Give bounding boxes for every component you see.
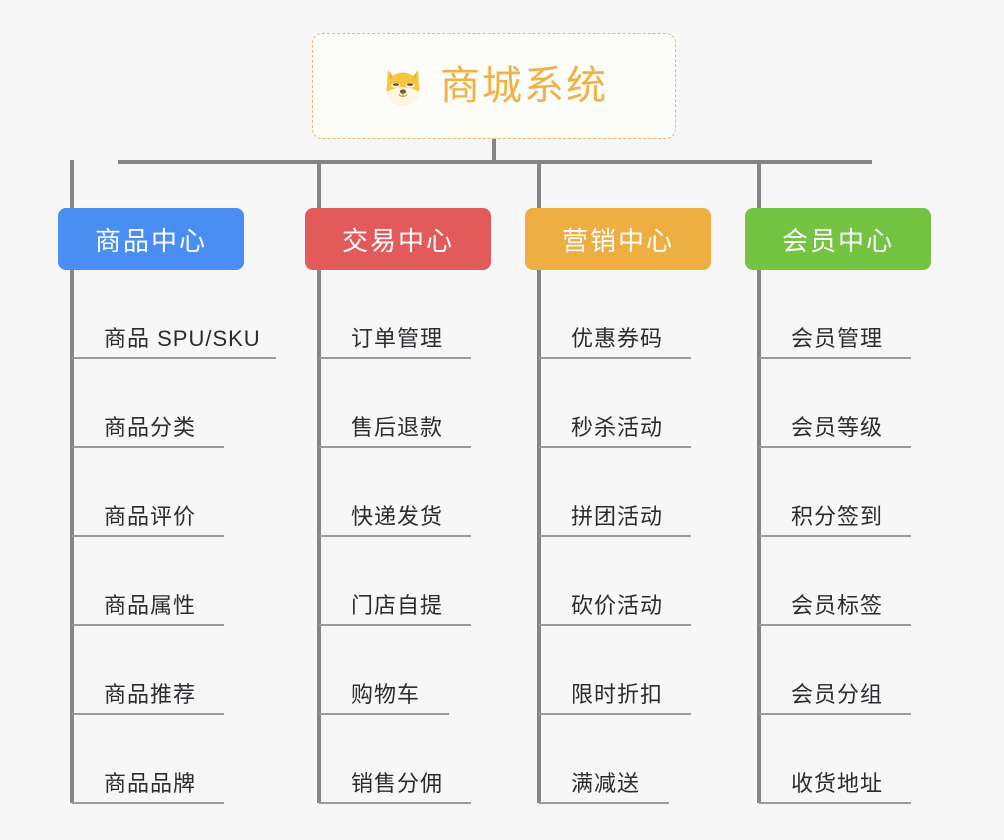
branch-stem-1 xyxy=(70,160,74,210)
leaf-item[interactable]: 会员管理 xyxy=(759,270,911,359)
leaf-label: 秒杀活动 xyxy=(571,414,664,440)
leaf-item[interactable]: 优惠券码 xyxy=(539,270,691,359)
leaf-label: 拼团活动 xyxy=(571,503,664,529)
leaf-label: 优惠券码 xyxy=(571,325,664,351)
leaf-label: 商品品牌 xyxy=(104,770,197,796)
leaf-label: 商品属性 xyxy=(104,592,197,618)
leaf-item[interactable]: 会员分组 xyxy=(759,626,911,715)
leaf-label: 商品 SPU/SKU xyxy=(104,325,261,351)
leaf-item[interactable]: 售后退款 xyxy=(319,359,471,448)
leaf-item[interactable]: 快递发货 xyxy=(319,448,471,537)
leaf-label: 满减送 xyxy=(571,770,641,796)
leaf-label: 限时折扣 xyxy=(571,681,664,707)
leaf-item[interactable]: 会员标签 xyxy=(759,537,911,626)
leaf-label: 订单管理 xyxy=(351,325,444,351)
leaf-item[interactable]: 砍价活动 xyxy=(539,537,691,626)
leaf-label: 售后退款 xyxy=(351,414,444,440)
leaf-item[interactable]: 订单管理 xyxy=(319,270,471,359)
branch-card-3[interactable]: 营销中心 xyxy=(525,208,711,270)
leaf-item[interactable]: 商品属性 xyxy=(72,537,224,626)
leaf-item[interactable]: 商品推荐 xyxy=(72,626,224,715)
leaf-item[interactable]: 商品 SPU/SKU xyxy=(72,270,276,359)
leaf-item[interactable]: 秒杀活动 xyxy=(539,359,691,448)
leaf-item[interactable]: 门店自提 xyxy=(319,537,471,626)
leaf-item[interactable]: 会员等级 xyxy=(759,359,911,448)
leaf-item[interactable]: 拼团活动 xyxy=(539,448,691,537)
dog-face-icon xyxy=(380,64,426,110)
leaf-label: 会员标签 xyxy=(791,592,884,618)
leaf-label: 积分签到 xyxy=(791,503,884,529)
leaf-label: 门店自提 xyxy=(351,592,444,618)
leaf-item[interactable]: 收货地址 xyxy=(759,715,911,804)
branch-card-4[interactable]: 会员中心 xyxy=(745,208,931,270)
leaf-label: 商品评价 xyxy=(104,503,197,529)
leaf-label: 购物车 xyxy=(351,681,421,707)
branch-stem-2 xyxy=(317,160,321,208)
branch-card-1[interactable]: 商品中心 xyxy=(58,208,244,270)
leaf-label: 收货地址 xyxy=(791,770,884,796)
leaf-label: 会员等级 xyxy=(791,414,884,440)
leaf-item[interactable]: 满减送 xyxy=(539,715,669,804)
leaf-item[interactable]: 商品品牌 xyxy=(72,715,224,804)
branch-stem-3 xyxy=(537,160,541,208)
leaf-item[interactable]: 限时折扣 xyxy=(539,626,691,715)
branch-stem-4 xyxy=(757,160,761,208)
branch-bus-connector xyxy=(118,160,872,164)
leaf-item[interactable]: 商品分类 xyxy=(72,359,224,448)
leaf-label: 会员分组 xyxy=(791,681,884,707)
leaf-label: 快递发货 xyxy=(351,503,444,529)
leaf-label: 砍价活动 xyxy=(571,592,664,618)
leaf-label: 商品分类 xyxy=(104,414,197,440)
branch-card-2[interactable]: 交易中心 xyxy=(305,208,491,270)
root-label: 商城系统 xyxy=(440,64,608,108)
root-trunk-connector xyxy=(492,139,496,162)
leaf-label: 销售分佣 xyxy=(351,770,444,796)
leaf-item[interactable]: 购物车 xyxy=(319,626,449,715)
leaf-item[interactable]: 商品评价 xyxy=(72,448,224,537)
leaf-label: 商品推荐 xyxy=(104,681,197,707)
leaf-label: 会员管理 xyxy=(791,325,884,351)
leaf-item[interactable]: 积分签到 xyxy=(759,448,911,537)
root-node[interactable]: 商城系统 xyxy=(312,33,676,139)
leaf-item[interactable]: 销售分佣 xyxy=(319,715,471,804)
